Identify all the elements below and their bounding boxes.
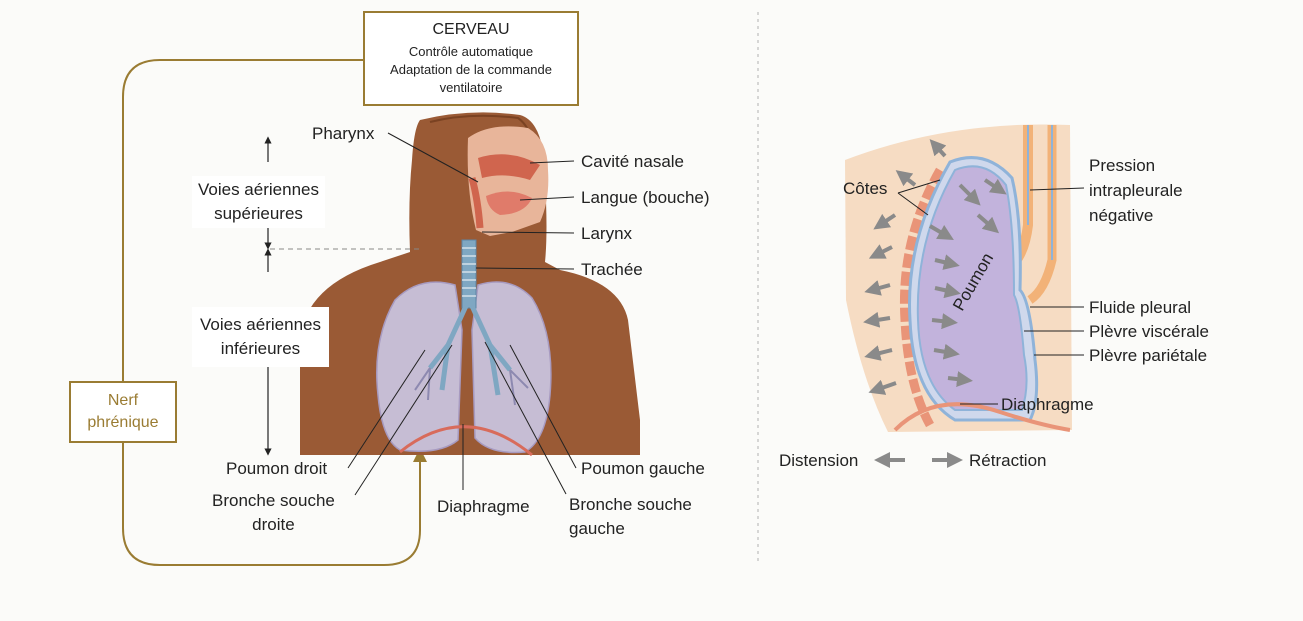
nasal-cavity-label: Cavité nasale — [581, 152, 685, 171]
left-lung-shape — [471, 281, 552, 454]
left-bronchus-label: Bronche souche gauche — [569, 495, 692, 538]
brain-line-3: ventilatoire — [439, 80, 503, 95]
pressure-label: Pression intrapleurale négative — [1089, 156, 1183, 225]
nerve-loop-path — [122, 59, 420, 566]
brain-line-2: Adaptation de la commande — [390, 62, 552, 77]
brain-line-1: Contrôle automatique — [408, 44, 534, 59]
phrenic-nerve-line-2: phrénique — [87, 414, 159, 431]
left-diaphragm-label: Diaphragme — [437, 497, 530, 516]
phrenic-nerve-box: Nerf phrénique — [69, 381, 177, 443]
diaphragm-arc — [399, 425, 533, 457]
trachea-label: Trachée — [581, 260, 643, 279]
right-diaphragm-label: Diaphragme — [1001, 395, 1094, 414]
distension-label: Distension — [779, 451, 859, 470]
pleural-fluid-label: Fluide pleural — [1089, 298, 1192, 317]
right-lung-shape — [376, 281, 463, 452]
larynx-label: Larynx — [581, 224, 633, 243]
parietal-pleura-label: Plèvre pariétale — [1089, 346, 1208, 365]
retraction-label: Rétraction — [969, 451, 1047, 470]
brain-title: CERVEAU — [432, 21, 510, 38]
tongue-label: Langue (bouche) — [581, 188, 710, 207]
torso-illustration — [300, 112, 640, 457]
brain-box: CERVEAU Contrôle automatique Adaptation … — [363, 11, 579, 106]
left-lung-label: Poumon gauche — [581, 459, 705, 478]
trachea-shape — [461, 239, 477, 309]
phrenic-nerve-line-1: Nerf — [107, 392, 139, 409]
right-bronchus-label: Bronche souche droite — [212, 491, 335, 534]
ribs-label: Côtes — [843, 179, 888, 198]
lower-airways-label: Voies aériennes inférieures — [192, 307, 329, 367]
visceral-pleura-label: Plèvre viscérale — [1089, 322, 1209, 341]
right-lung-label: Poumon droit — [226, 459, 328, 478]
upper-airways-label: Voies aériennes supérieures — [192, 176, 325, 228]
pharynx-label: Pharynx — [312, 124, 375, 143]
pleura-illustration — [845, 124, 1072, 432]
